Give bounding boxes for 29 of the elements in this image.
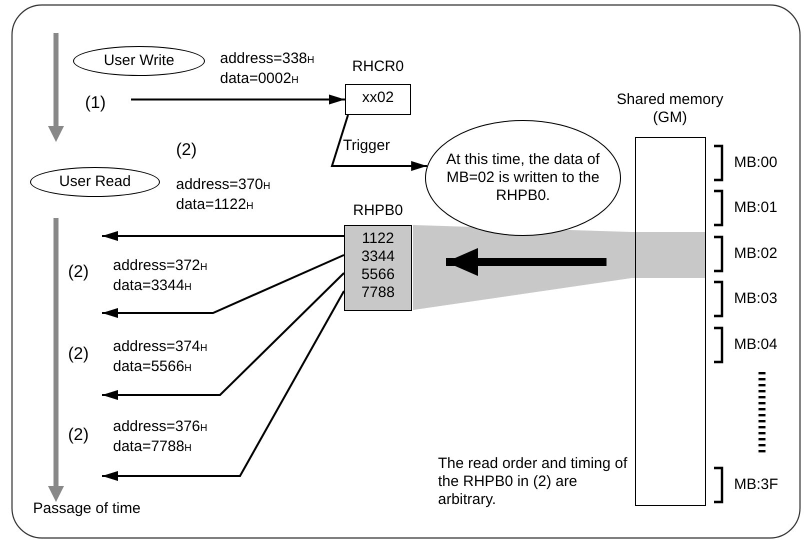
step-number: (2)	[68, 345, 89, 363]
register-name: RHCR0	[352, 58, 404, 76]
block-label: MB:02	[734, 245, 778, 263]
arrow	[102, 272, 345, 400]
arrow	[102, 254, 344, 318]
register-value: 1122 3344 5566 7788	[360, 230, 396, 302]
block-label: MB:03	[734, 290, 778, 308]
step-number: (2)	[176, 141, 197, 159]
ellipse-text: At this time, the data of MB=02 is written to the RHPB0.	[445, 151, 601, 205]
register-value: xx02	[361, 89, 395, 107]
transfer-arrow	[446, 248, 606, 276]
arrow	[330, 114, 428, 171]
block-label: MB:01	[734, 199, 778, 217]
step-number: (1)	[85, 94, 106, 112]
ellipse-text: User Write	[104, 52, 174, 70]
axis-label: Passage of time	[33, 500, 141, 518]
register-name: RHPB0	[352, 202, 404, 220]
edge-label: Trigger	[343, 137, 390, 155]
arrow	[131, 94, 345, 104]
ellipse-text: User Read	[59, 173, 131, 191]
register-name: Shared memory (GM)	[616, 91, 724, 127]
step-number: (2)	[68, 263, 89, 281]
block-label: MB:04	[734, 336, 778, 354]
note-text: The read order and timing of the RHPB0 in (2) are arbitrary.	[438, 455, 628, 509]
arrow	[102, 290, 345, 481]
block-label: MB:3F	[734, 476, 778, 494]
step-number: (2)	[68, 426, 89, 444]
block-label: MB:00	[734, 154, 778, 172]
arrow	[102, 231, 344, 241]
